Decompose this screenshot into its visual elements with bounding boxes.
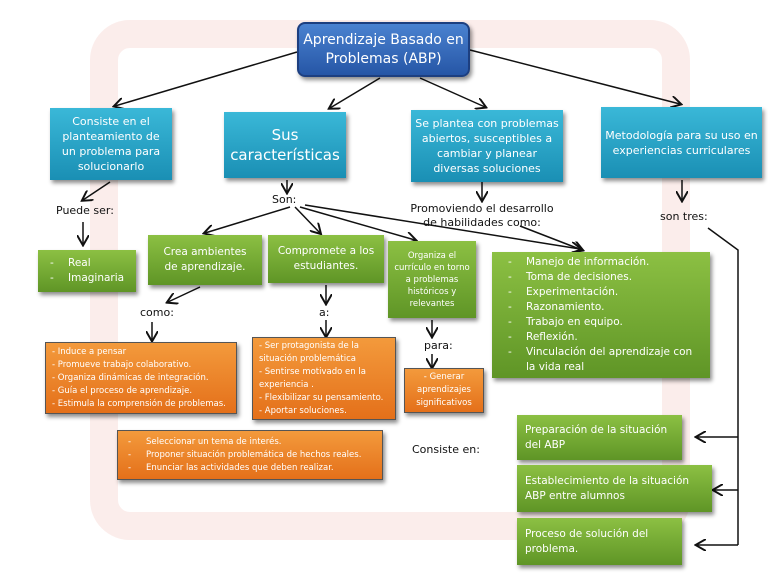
consiste-box: Seleccionar un tema de interés. Proponer… — [117, 430, 383, 480]
branch-text: Sus características — [230, 126, 340, 164]
label-como: como: — [140, 306, 174, 319]
tipo-item: Imaginaria — [46, 271, 128, 286]
caracteristica-compromete: Compromete a los estudiantes. — [268, 235, 384, 283]
fase-establecimiento: Establecimiento de la situación ABP entr… — [517, 465, 712, 512]
fase-text: Preparación de la situación del ABP — [525, 423, 668, 451]
para-box: - Generar aprendizajes significativos — [404, 368, 484, 413]
habilidad-item: Razonamiento. — [504, 300, 702, 315]
a-item: - Flexibilizar su pensamiento. — [259, 392, 384, 403]
branch-metodologia: Metodología para su uso en experiencias … — [601, 107, 762, 178]
label-puede-ser: Puede ser: — [56, 204, 114, 217]
habilidad-item: Toma de decisiones. — [504, 270, 702, 285]
como-box: - Induce a pensar - Promueve trabajo col… — [45, 342, 237, 414]
label-son-tres: son tres: — [660, 210, 708, 223]
caracteristica-curriculo: Organiza el currículo en torno a problem… — [388, 241, 476, 318]
consiste-item: Enunciar las actividades que deben reali… — [124, 462, 376, 475]
branch-definition: Consiste en el planteamiento de un probl… — [50, 108, 172, 180]
tipos-box: RealImaginaria — [38, 250, 136, 292]
consiste-item: Proponer situación problemática de hecho… — [124, 449, 376, 462]
habilidad-item: Experimentación. — [504, 285, 702, 300]
label-a: a: — [319, 306, 330, 319]
como-item: - Induce a pensar — [52, 346, 127, 357]
consiste-item: Seleccionar un tema de interés. — [124, 436, 376, 449]
branch-text: Metodología para su uso en experiencias … — [605, 128, 758, 157]
como-item: - Estimula la comprensión de problemas. — [52, 398, 226, 409]
caracteristica-text: Organiza el currículo en torno a problem… — [394, 250, 470, 309]
a-item: - Aportar soluciones. — [259, 405, 347, 416]
como-item: - Guía el proceso de aprendizaje. — [52, 385, 193, 396]
branch-problemas: Se plantea con problemas abiertos, susce… — [411, 110, 563, 182]
fase-text: Proceso de solución del problema. — [525, 527, 649, 555]
label-promoviendo: Promoviendo el desarrollo de habilidades… — [410, 202, 554, 229]
a-box: - Ser protagonista de la situación probl… — [252, 337, 396, 420]
a-item: - Sentirse motivado en la experiencia . — [259, 366, 366, 390]
fase-text: Establecimiento de la situación ABP entr… — [525, 474, 690, 502]
a-item: - Ser protagonista de la situación probl… — [259, 340, 359, 364]
title-text: Aprendizaje Basado en Problemas (ABP) — [303, 31, 464, 67]
como-item: - Organiza dinámicas de integración. — [52, 372, 209, 383]
label-consiste-en: Consiste en: — [412, 443, 480, 456]
habilidad-item: Reflexión. — [504, 330, 702, 345]
para-item: - Generar aprendizajes significativos — [416, 372, 472, 408]
habilidad-item: Manejo de información. — [504, 255, 702, 270]
como-item: - Promueve trabajo colaborativo. — [52, 359, 192, 370]
branch-caracteristicas: Sus características — [224, 112, 346, 178]
fase-preparacion: Preparación de la situación del ABP — [517, 415, 682, 460]
habilidades-box: Manejo de información. Toma de decisione… — [492, 252, 710, 378]
caracteristica-ambientes: Crea ambientes de aprendizaje. — [148, 235, 262, 285]
caracteristica-text: Crea ambientes de aprendizaje. — [163, 246, 247, 273]
habilidad-item: Vinculación del aprendizaje con la vida … — [504, 345, 702, 375]
label-son: Son: — [272, 193, 297, 206]
branch-text: Consiste en el planteamiento de un probl… — [61, 115, 161, 173]
main-title-node: Aprendizaje Basado en Problemas (ABP) — [297, 22, 470, 77]
habilidad-item: Trabajo en equipo. — [504, 315, 702, 330]
label-para: para: — [424, 339, 453, 352]
caracteristica-text: Compromete a los estudiantes. — [277, 245, 375, 272]
branch-text: Se plantea con problemas abiertos, susce… — [415, 117, 559, 175]
tipo-item: Real — [46, 256, 128, 271]
fase-proceso: Proceso de solución del problema. — [517, 518, 682, 565]
